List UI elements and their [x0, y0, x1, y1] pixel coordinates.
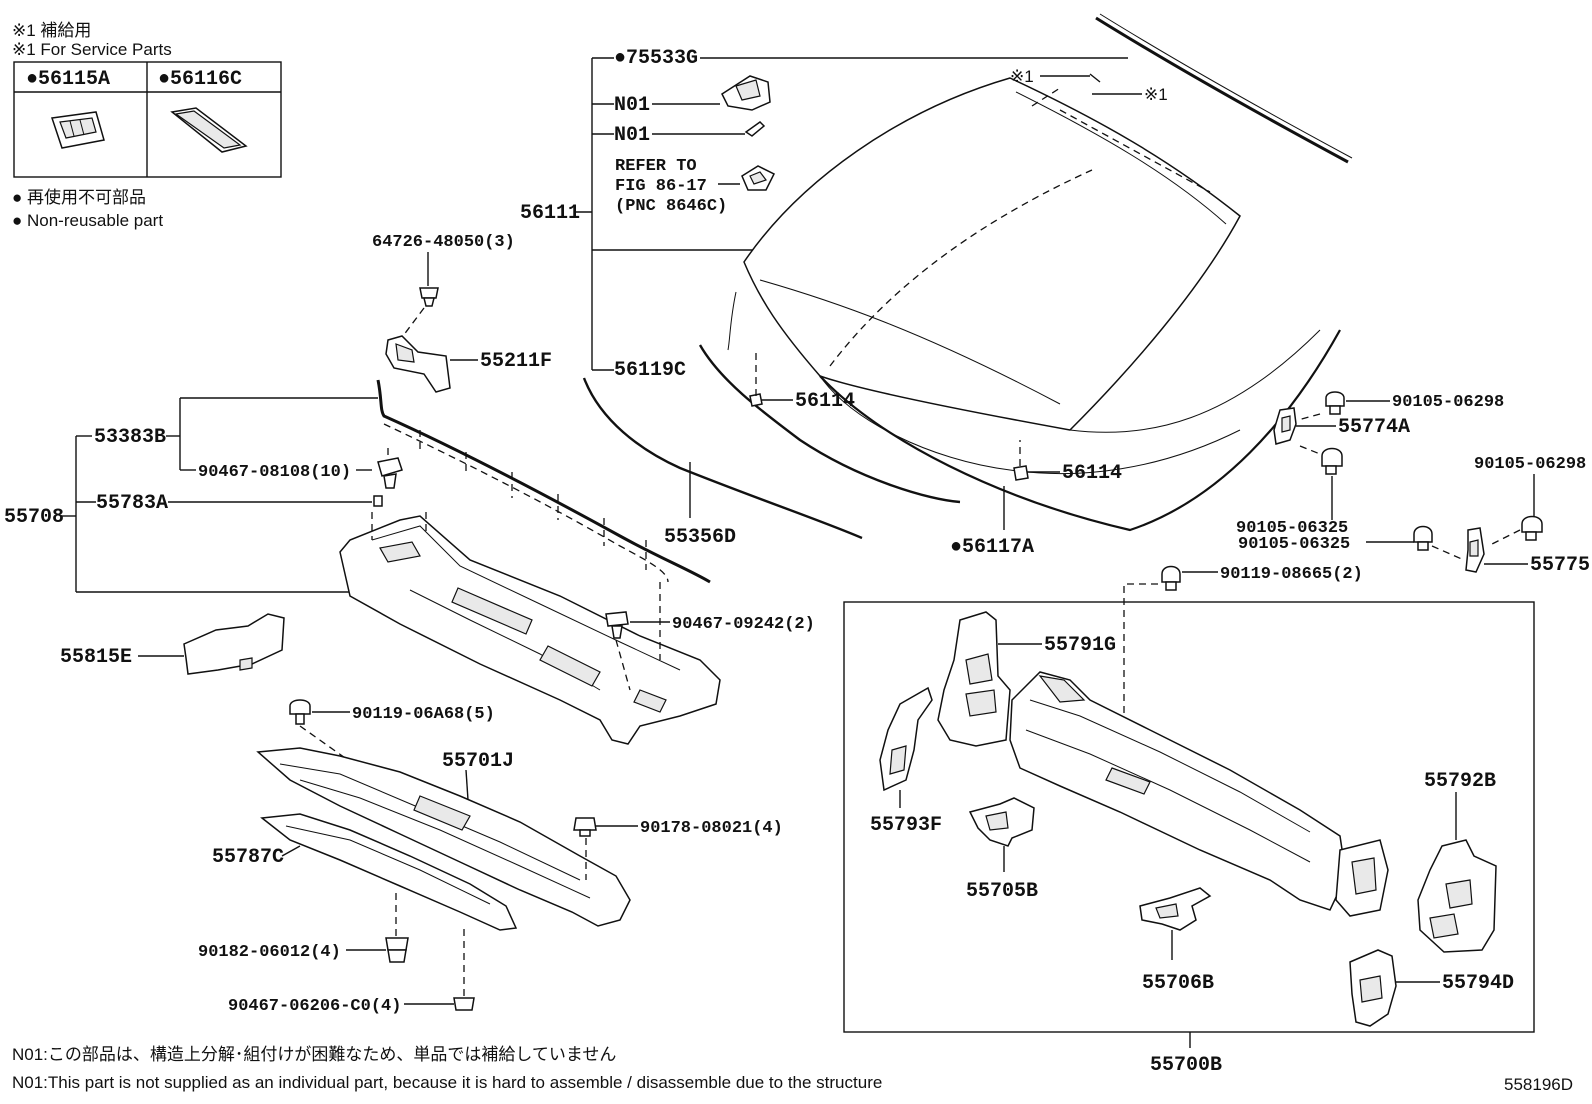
- part-55705B-label: 55705B: [966, 880, 1038, 903]
- part-n01a-label: N01: [614, 94, 650, 117]
- bracket-55791G-icon: [937, 611, 1011, 747]
- bolt-90105-06325b-icon: [1413, 525, 1433, 551]
- clip-56114-upper-icon: [749, 393, 763, 407]
- molding-55356D: [582, 377, 863, 540]
- lower-panel-55787C: [260, 813, 518, 931]
- service-marker-1: ※1: [1010, 67, 1034, 86]
- part-90105-06298b-label: 90105-06298: [1474, 455, 1586, 474]
- n01-note-en: N01:This part is not supplied as an indi…: [12, 1073, 882, 1092]
- part-56119C-label: 56119C: [614, 359, 686, 382]
- n01-note-jp: N01:この部品は、構造上分解･組付けが困難なため、単品では補給していません: [12, 1045, 616, 1064]
- bolt-90105-06325a-icon: [1321, 447, 1343, 475]
- part-56114-lower-label: 56114: [1062, 462, 1122, 485]
- nut-90467-06206-icon: [453, 997, 475, 1011]
- bracket-55706B-icon: [1139, 887, 1212, 931]
- part-90467-09242-label: 90467-09242(2): [672, 615, 815, 634]
- pad-56116C-icon: [170, 107, 248, 153]
- bracket-55793F-icon: [879, 686, 933, 792]
- part-55815E-label: 55815E: [60, 646, 132, 669]
- refer-line1: REFER TO: [615, 157, 697, 176]
- service-part-56115A-label: ●56115A: [26, 68, 110, 91]
- bolt-90105-06298a-icon: [1325, 391, 1345, 415]
- fastener-64726-icon: [419, 287, 439, 307]
- part-55783A-label: 55783A: [96, 492, 168, 515]
- service-part-56116C-label: ●56116C: [158, 68, 242, 91]
- part-55701J-label: 55701J: [442, 750, 514, 773]
- hinge-55774A-icon: [1273, 407, 1297, 445]
- part-90467-08108-label: 90467-08108(10): [198, 463, 351, 482]
- refer-line3: (PNC 8646C): [615, 197, 727, 216]
- clip-55783A-icon: [373, 495, 383, 507]
- part-55211F-label: 55211F: [480, 350, 552, 373]
- cowl-seal-53383B: [376, 379, 711, 584]
- clip-90182-icon: [385, 937, 409, 963]
- windshield-glass-56111: [743, 77, 1321, 475]
- bolt-90119-08665-icon: [1161, 565, 1181, 591]
- refer-line2: FIG 86-17: [615, 177, 707, 196]
- part-n01b-label: N01: [614, 124, 650, 147]
- insulator-55815E-icon: [183, 613, 285, 675]
- molding-56119C: [698, 344, 961, 504]
- bracket-55792B-icon: [1417, 839, 1497, 953]
- roof-molding-75533G: [1095, 16, 1349, 164]
- cowl-assembly-55700B: [1009, 671, 1389, 917]
- service-parts-note-jp: ※1 補給用: [12, 21, 91, 40]
- part-90182-label: 90182-06012(4): [198, 943, 341, 962]
- clip-90467-09242-icon: [605, 611, 629, 639]
- part-55794D-label: 55794D: [1442, 972, 1514, 995]
- bracket-55705B-icon: [968, 797, 1035, 847]
- service-marker-2: ※1: [1144, 85, 1168, 104]
- bolt-90119-06A68-icon: [289, 699, 311, 725]
- n01-bracket-icon: [721, 75, 771, 111]
- part-90467-06206-label: 90467-06206-C0(4): [228, 997, 401, 1016]
- part-55700B-label: 55700B: [1150, 1054, 1222, 1077]
- part-56117A-label: ●56117A: [950, 536, 1034, 559]
- n01-clip-icon: [744, 121, 766, 137]
- part-55706B-label: 55706B: [1142, 972, 1214, 995]
- part-55775-label: 55775: [1530, 554, 1590, 577]
- part-55356D-label: 55356D: [664, 526, 736, 549]
- part-90105-06298a-label: 90105-06298: [1392, 393, 1504, 412]
- part-56111-label: 56111: [520, 202, 580, 225]
- part-55793F-label: 55793F: [870, 814, 942, 837]
- clip-56114-lower-icon: [1013, 465, 1029, 481]
- cowl-top-panel-55708: [339, 515, 721, 745]
- part-64726-label: 64726-48050(3): [372, 233, 515, 252]
- service-parts-note-en: ※1 For Service Parts: [12, 40, 172, 59]
- part-90119-06A68-label: 90119-06A68(5): [352, 705, 495, 724]
- bracket-55794D-icon: [1349, 949, 1397, 1027]
- part-55787C-label: 55787C: [212, 846, 284, 869]
- part-90178-label: 90178-08021(4): [640, 819, 783, 838]
- part-56114-upper-label: 56114: [795, 390, 855, 413]
- clip-90467-08108-icon: [377, 457, 403, 489]
- part-75533G-label: ●75533G: [614, 47, 698, 70]
- bolt-90105-06298b-icon: [1521, 515, 1543, 541]
- part-90105-06325b-label: 90105-06325: [1238, 535, 1350, 554]
- hinge-55775-icon: [1465, 527, 1485, 573]
- bracket-55211F-icon: [385, 335, 451, 393]
- part-90119-08665-label: 90119-08665(2): [1220, 565, 1363, 584]
- refer-bracket-icon: [741, 165, 776, 191]
- part-55708-label: 55708: [4, 506, 64, 529]
- lower-cowl-55701J: [256, 747, 631, 927]
- part-55791G-label: 55791G: [1044, 634, 1116, 657]
- assembly-box-55700B: [843, 601, 1535, 1033]
- part-90105-06325a-label: 90105-06325: [1236, 519, 1348, 538]
- figure-id: 558196D: [1504, 1075, 1573, 1094]
- non-reusable-note-en: ● Non-reusable part: [12, 211, 163, 230]
- part-53383B-label: 53383B: [94, 426, 166, 449]
- nut-90178-icon: [573, 817, 597, 837]
- part-55792B-label: 55792B: [1424, 770, 1496, 793]
- part-55774A-label: 55774A: [1338, 416, 1410, 439]
- clip-56115A-icon: [51, 111, 105, 149]
- non-reusable-note-jp: ● 再使用不可部品: [12, 187, 146, 207]
